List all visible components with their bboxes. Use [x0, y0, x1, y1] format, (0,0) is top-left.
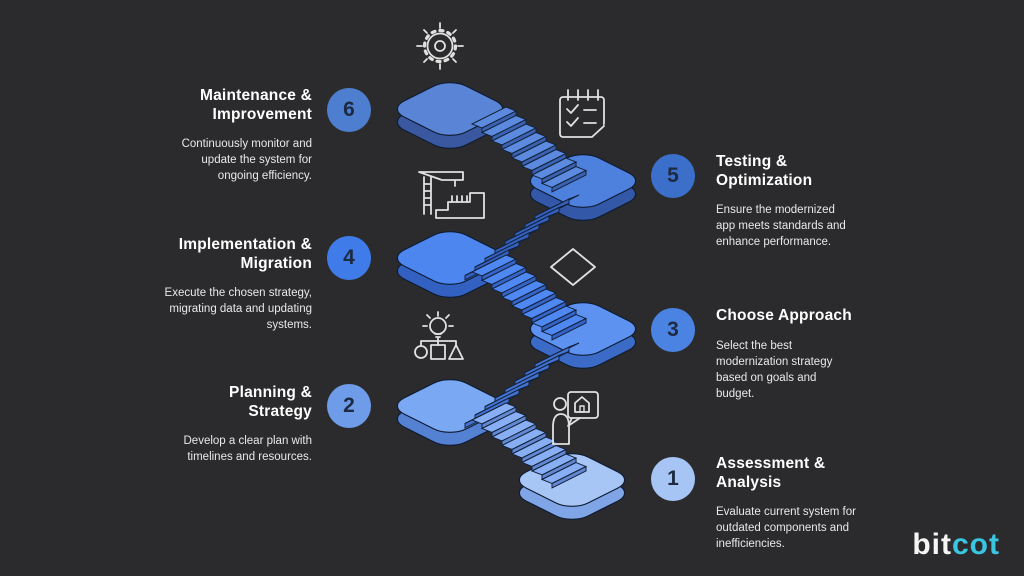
step-3-description: Select the best modernization strategy b… [716, 339, 833, 400]
step-2-description: Develop a clear plan with timelines and … [183, 435, 313, 464]
step-5-block: Testing & Optimization Ensure the modern… [716, 153, 866, 250]
step-5-number-badge: 5 [651, 154, 695, 198]
step-3-number-badge: 3 [651, 308, 695, 352]
step-2-block: Planning & Strategy Develop a clear plan… [112, 384, 313, 465]
checklist-icon [559, 89, 605, 138]
diamond-icon [550, 248, 596, 286]
step-4-description: Execute the chosen strategy, migrating d… [164, 287, 312, 332]
stair-flight-6-5 [471, 106, 587, 193]
step-1-title: Assessment & Analysis [716, 455, 826, 491]
step-3-title: Choose Approach [716, 307, 852, 324]
step-1-description: Evaluate current system for outdated com… [716, 506, 856, 551]
step-6-block: Maintenance & Improvement Continuously m… [112, 87, 312, 184]
step-2-title: Planning & Strategy [229, 384, 312, 420]
stair-flight-4-3 [471, 254, 587, 341]
step-1-number-badge: 1 [651, 457, 695, 501]
step-3-block: Choose Approach Select the best moderniz… [716, 307, 866, 402]
idea-chart-icon [414, 311, 464, 360]
logo-prefix: bit [912, 528, 952, 561]
consultation-icon [552, 391, 599, 445]
step-1-block: Assessment & Analysis Evaluate current s… [716, 455, 876, 552]
crane-icon [418, 171, 485, 219]
step-6-description: Continuously monitor and update the syst… [181, 138, 312, 183]
bitcot-logo: bitcot [912, 528, 1000, 562]
logo-suffix: cot [952, 528, 1000, 561]
step-4-block: Implementation & Migration Execute the c… [112, 236, 312, 333]
step-5-description: Ensure the modernized app meets standard… [716, 204, 846, 249]
step-5-title: Testing & Optimization [716, 153, 813, 189]
step-6-title: Maintenance & Improvement [200, 87, 312, 123]
step-4-title: Implementation & Migration [178, 236, 312, 272]
step-6-number-badge: 6 [327, 88, 371, 132]
sun-gear-icon [416, 22, 464, 70]
step-4-number-badge: 4 [327, 236, 371, 280]
step-2-number-badge: 2 [327, 384, 371, 428]
